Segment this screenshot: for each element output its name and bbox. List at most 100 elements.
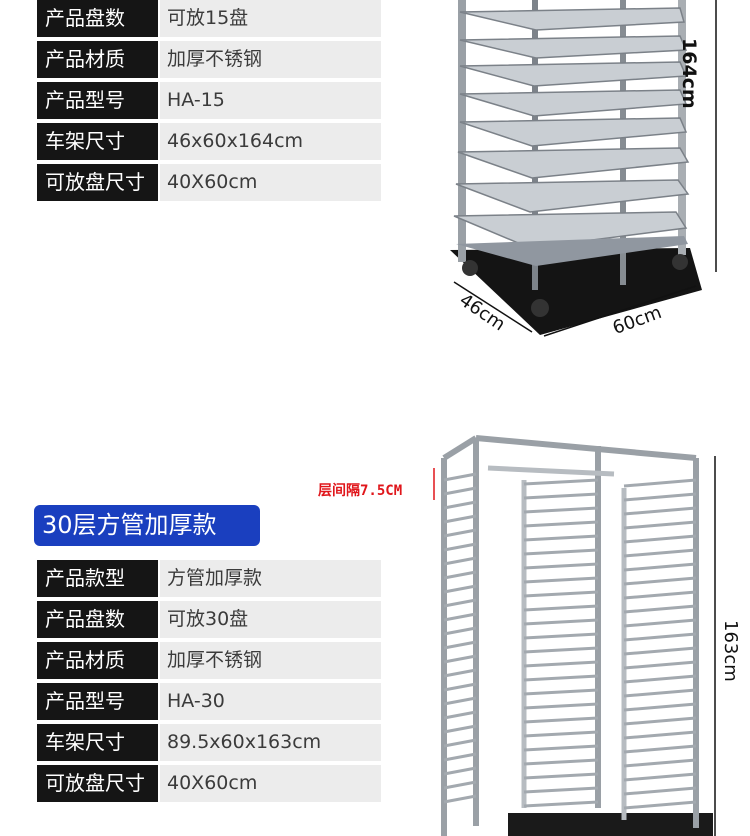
rack-rung — [443, 598, 477, 608]
rack-rung — [443, 542, 477, 552]
rack-rung — [523, 520, 599, 528]
spec-row: 产品盘数 可放30盘 — [37, 601, 381, 638]
rack-rung — [523, 800, 599, 808]
rack-rung — [443, 766, 477, 776]
rack-rung — [443, 696, 477, 706]
rack-rung — [623, 618, 697, 628]
rack-rung — [523, 716, 599, 724]
rack-rung — [623, 590, 697, 600]
spec-row: 产品盘数 可放15盘 — [37, 0, 381, 37]
rack-rung — [443, 738, 477, 748]
rack-rung — [623, 800, 697, 810]
rack-rung — [523, 772, 599, 780]
spec-label: 可放盘尺寸 — [37, 765, 158, 802]
rack-rung — [623, 660, 697, 670]
rack-rung — [623, 688, 697, 698]
rack-rung — [623, 674, 697, 684]
rack-rung — [443, 710, 477, 720]
rack-rung — [523, 562, 599, 570]
spec-value: 40X60cm — [160, 765, 381, 802]
rack-rung — [443, 472, 477, 482]
rack-rung — [523, 534, 599, 542]
spec-label: 产品盘数 — [37, 0, 158, 37]
rack-rung — [523, 618, 599, 626]
rack-rung — [523, 478, 599, 486]
spec-label: 可放盘尺寸 — [37, 164, 158, 201]
rack-rung — [443, 724, 477, 734]
rack-rung — [443, 612, 477, 622]
spec-row: 车架尺寸 46x60x164cm — [37, 123, 381, 160]
rack-rung — [623, 492, 697, 502]
height-dimension-label: 164cm — [678, 38, 700, 109]
spec-row: 产品材质 加厚不锈钢 — [37, 642, 381, 679]
layer-spacing-label: 层间隔7.5CM — [318, 483, 403, 499]
spec-value: 89.5x60x163cm — [160, 724, 381, 761]
rack-rung — [523, 632, 599, 640]
rack-rung — [443, 626, 477, 636]
spec-row: 产品型号 HA-15 — [37, 82, 381, 119]
spec-row: 产品材质 加厚不锈钢 — [37, 41, 381, 78]
rack-rung — [443, 668, 477, 678]
rack-rung — [523, 786, 599, 794]
rack-rung — [443, 556, 477, 566]
rack-rung — [523, 492, 599, 500]
rack-rung — [623, 758, 697, 768]
spec-value: HA-15 — [160, 82, 381, 119]
spec-label: 产品材质 — [37, 41, 158, 78]
rack-rung — [523, 590, 599, 598]
rack-rung — [523, 604, 599, 612]
rack-rung — [623, 730, 697, 740]
spec-label: 产品材质 — [37, 642, 158, 679]
spec-label: 车架尺寸 — [37, 123, 158, 160]
spec-label: 产品款型 — [37, 560, 158, 597]
spec-label: 车架尺寸 — [37, 724, 158, 761]
spec-row: 车架尺寸 89.5x60x163cm — [37, 724, 381, 761]
spec-row: 产品款型 方管加厚款 — [37, 560, 381, 597]
spec-row: 产品型号 HA-30 — [37, 683, 381, 720]
rack-rung — [523, 758, 599, 766]
spec-row: 可放盘尺寸 40X60cm — [37, 765, 381, 802]
rack-rung — [623, 520, 697, 530]
rack-rung — [623, 604, 697, 614]
spec-value: 40X60cm — [160, 164, 381, 201]
rack-rung — [443, 794, 477, 804]
rack-rung — [523, 702, 599, 710]
spec-table-15: 产品盘数 可放15盘 产品材质 加厚不锈钢 产品型号 HA-15 车架尺寸 46… — [37, 0, 381, 205]
rack-rung — [443, 682, 477, 692]
rack-rung — [523, 688, 599, 696]
rack-rung — [623, 702, 697, 712]
rack-rung — [443, 640, 477, 650]
rack-rung — [523, 730, 599, 738]
rack-rung — [443, 780, 477, 790]
rack-rung — [623, 632, 697, 642]
rack-rung — [623, 506, 697, 516]
spec-table-30: 产品款型 方管加厚款 产品盘数 可放30盘 产品材质 加厚不锈钢 产品型号 HA… — [37, 560, 381, 806]
rack-rung — [623, 786, 697, 796]
spec-value: 可放15盘 — [160, 0, 381, 37]
spec-value: 加厚不锈钢 — [160, 41, 381, 78]
rack-rung — [443, 486, 477, 496]
rack-rung — [443, 570, 477, 580]
rack-rung — [523, 506, 599, 514]
spec-label: 产品盘数 — [37, 601, 158, 638]
spec-row: 可放盘尺寸 40X60cm — [37, 164, 381, 201]
rack-rung — [443, 528, 477, 538]
rack-rung — [523, 646, 599, 654]
rack-rung — [443, 584, 477, 594]
spec-label: 产品型号 — [37, 683, 158, 720]
rack-rung — [623, 716, 697, 726]
rack-rung — [443, 654, 477, 664]
rack-rung — [623, 772, 697, 782]
rack-rung — [523, 744, 599, 752]
rack-rung — [623, 534, 697, 544]
rack-rung — [623, 548, 697, 558]
rack-rung — [623, 646, 697, 656]
rack-rung — [443, 752, 477, 762]
spec-value: 可放30盘 — [160, 601, 381, 638]
rack-rung — [443, 514, 477, 524]
spec-value: 方管加厚款 — [160, 560, 381, 597]
rack-rung — [623, 744, 697, 754]
rack-rung — [523, 576, 599, 584]
tray-rack-15-image — [450, 0, 717, 337]
section-title-badge: 30层方管加厚款 — [34, 505, 260, 546]
